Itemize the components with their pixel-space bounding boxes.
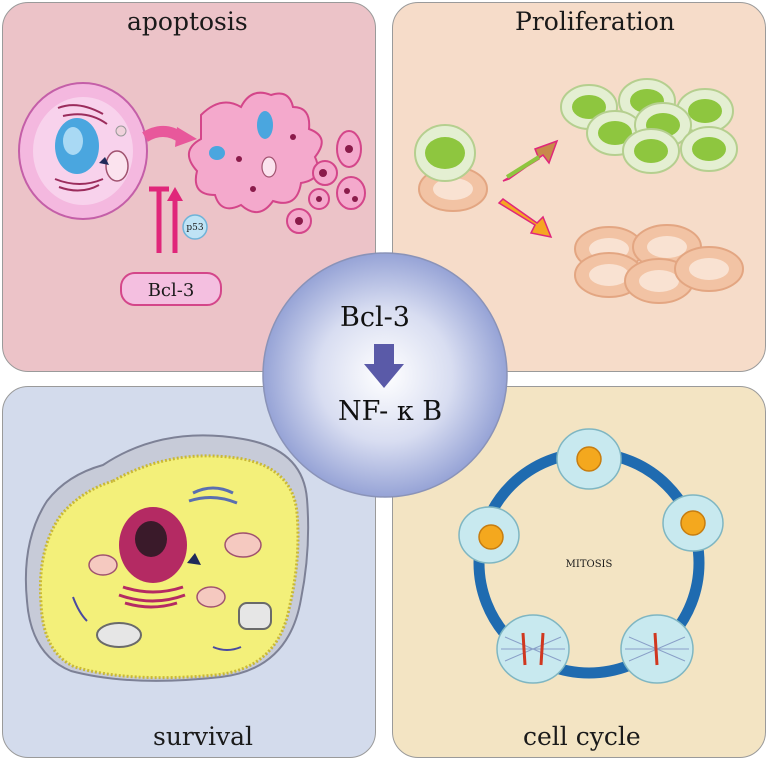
cell-cycle-illustration: MITOSIS: [458, 428, 724, 684]
prophase-cell-icon: [662, 494, 724, 552]
proliferation-title: Proliferation: [515, 7, 675, 36]
down-arrow-icon: [364, 344, 404, 388]
inhibition-arrow-icon: [149, 186, 169, 253]
center-circle: [262, 252, 508, 498]
bcl3-box: [120, 272, 222, 306]
metaphase-cell-icon: [620, 614, 694, 684]
mitosis-label: MITOSIS: [566, 559, 613, 570]
center-nfkb-label: NF- κ B: [338, 396, 443, 427]
anaphase-cell-icon: [496, 614, 570, 684]
healthy-cell-icon: [18, 82, 148, 220]
orange-arrow-icon: [497, 198, 553, 239]
survival-panel: survival: [2, 386, 376, 758]
apoptosis-panel: apoptosis: [2, 2, 376, 372]
green-cells-icon: [560, 78, 738, 174]
proliferation-panel: Proliferation: [392, 2, 766, 372]
survival-illustration: [24, 434, 310, 682]
bcl3-label: Bcl-3: [148, 280, 195, 301]
proliferation-illustration: [414, 78, 744, 304]
apoptosis-title: apoptosis: [127, 7, 248, 36]
orange-cells-icon: [574, 224, 744, 304]
p53-molecule-icon: [182, 214, 208, 240]
center-bcl3-label: Bcl-3: [340, 302, 410, 333]
interphase-cell-icon: [556, 428, 622, 490]
green-arrow-icon: [502, 139, 559, 182]
survival-title: survival: [153, 722, 254, 751]
parent-cell-icon: [414, 124, 488, 212]
activation-arrow-icon: [167, 187, 183, 253]
cell-cycle-title: cell cycle: [523, 722, 641, 751]
apoptotic-cell-icon: [188, 91, 323, 213]
eukaryotic-cell-icon: [24, 434, 310, 682]
p53-label: p53: [186, 223, 203, 233]
g2-cell-icon: [458, 506, 520, 564]
apoptotic-bodies-icon: [286, 130, 366, 234]
apoptosis-illustration: p53 Bcl-3: [18, 82, 366, 306]
